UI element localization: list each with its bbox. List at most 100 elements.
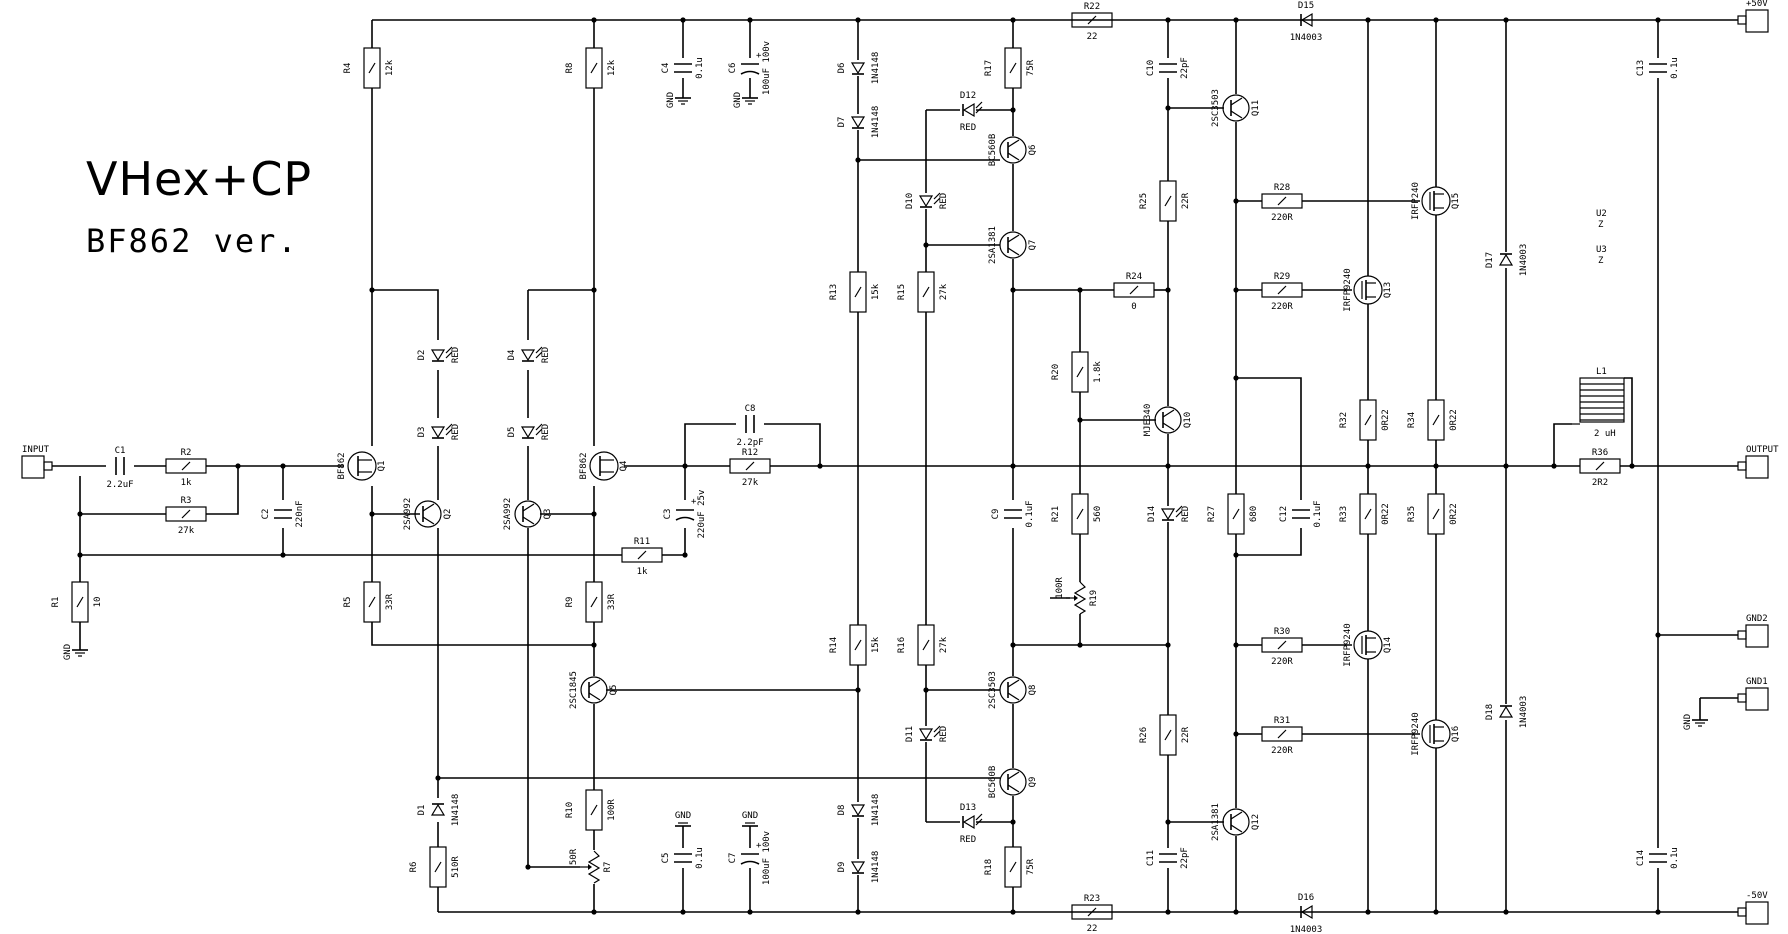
connector-label: INPUT: [22, 445, 50, 455]
connector-input: INPUT: [21, 445, 53, 479]
junction-dot: [1655, 909, 1661, 915]
junction-dot: [591, 909, 597, 915]
junction-dot: [1165, 463, 1171, 469]
transistor-value: 2SC3503: [1211, 89, 1221, 127]
capacitor-value: 0.1u: [1670, 847, 1680, 869]
capacitor-c1: C12.2uF: [106, 446, 133, 490]
inductor-l1: L12 uH: [1572, 367, 1625, 439]
junction-dot: [525, 864, 531, 870]
annotation-value: Z: [1598, 220, 1604, 230]
junction-dot: [235, 463, 241, 469]
junction-dot: [1365, 909, 1371, 915]
resistor-ref: R36: [1592, 448, 1608, 458]
transistor-ref: Q1: [377, 461, 387, 472]
diode-ref: D15: [1298, 1, 1314, 11]
capacitor-value: 0.1u: [695, 57, 705, 79]
resistor-r36: R36 2R2: [1579, 448, 1621, 488]
diode-ref: D18: [1485, 704, 1495, 720]
capacitor-value: 0.1u: [695, 847, 705, 869]
capacitor-ref: C10: [1146, 60, 1156, 76]
junction-dot: [1233, 909, 1239, 915]
resistor-value: 0: [1131, 302, 1136, 312]
resistor-value: 2R2: [1592, 478, 1608, 488]
junction-dot: [1233, 731, 1239, 737]
capacitor-ref: C6: [728, 63, 738, 74]
transistor-value: IRFP9240: [1343, 268, 1353, 311]
resistor-ref: R33: [1339, 506, 1349, 522]
ground-label: GND: [742, 811, 758, 821]
diode-value: RED: [960, 123, 976, 133]
resistor-ref: R21: [1051, 506, 1061, 522]
diode-value: 1N4003: [1519, 244, 1529, 277]
connector-label: +50V: [1746, 0, 1768, 9]
transistor-ref: Q2: [443, 509, 453, 520]
ground-symbol: GND: [63, 644, 88, 660]
junction-dot: [923, 242, 929, 248]
annotation-value: Z: [1598, 256, 1604, 266]
junction-dot: [369, 287, 375, 293]
transistor-value: 2SA992: [503, 498, 513, 531]
transistor-ref: Q7: [1028, 240, 1038, 251]
resistor-ref: R17: [984, 60, 994, 76]
ground-symbol: GND: [733, 92, 758, 108]
transistor-ref: Q8: [1028, 685, 1038, 696]
diode-value: RED: [541, 347, 551, 363]
resistor-ref: R31: [1274, 716, 1290, 726]
transistor-ref: Q14: [1383, 637, 1393, 653]
ground-label: GND: [733, 92, 743, 108]
diode-value: RED: [939, 726, 949, 742]
junction-dot: [77, 511, 83, 517]
diode-value: 1N4148: [871, 851, 881, 884]
connector-label: OUTPUT: [1746, 445, 1779, 455]
resistor-value: 0R22: [1381, 409, 1391, 431]
resistor-value: 15k: [871, 636, 881, 653]
diode-value: RED: [541, 424, 551, 440]
transistor-value: MJE340: [1143, 404, 1153, 437]
junction-dot: [1010, 107, 1016, 113]
resistor-ref: R5: [343, 597, 353, 608]
junction-dot: [591, 511, 597, 517]
connector-output: OUTPUT: [1737, 445, 1779, 479]
ground-symbol: GND: [742, 811, 758, 827]
transistor-value: 2SC3503: [988, 671, 998, 709]
resistor-value: 1k: [637, 567, 648, 577]
transistor-value: IRFP9240: [1411, 712, 1421, 755]
resistor-value: 75R: [1026, 858, 1036, 875]
diode-ref: D12: [960, 91, 976, 101]
diode-ref: D1: [417, 805, 427, 816]
junction-dot: [1655, 17, 1661, 23]
resistor-ref: R12: [742, 448, 758, 458]
junction-dot: [1365, 463, 1371, 469]
inductor-value: 2 uH: [1594, 429, 1616, 439]
diode-ref: D10: [905, 193, 915, 209]
junction-dot: [280, 463, 286, 469]
junction-dot: [1233, 17, 1239, 23]
